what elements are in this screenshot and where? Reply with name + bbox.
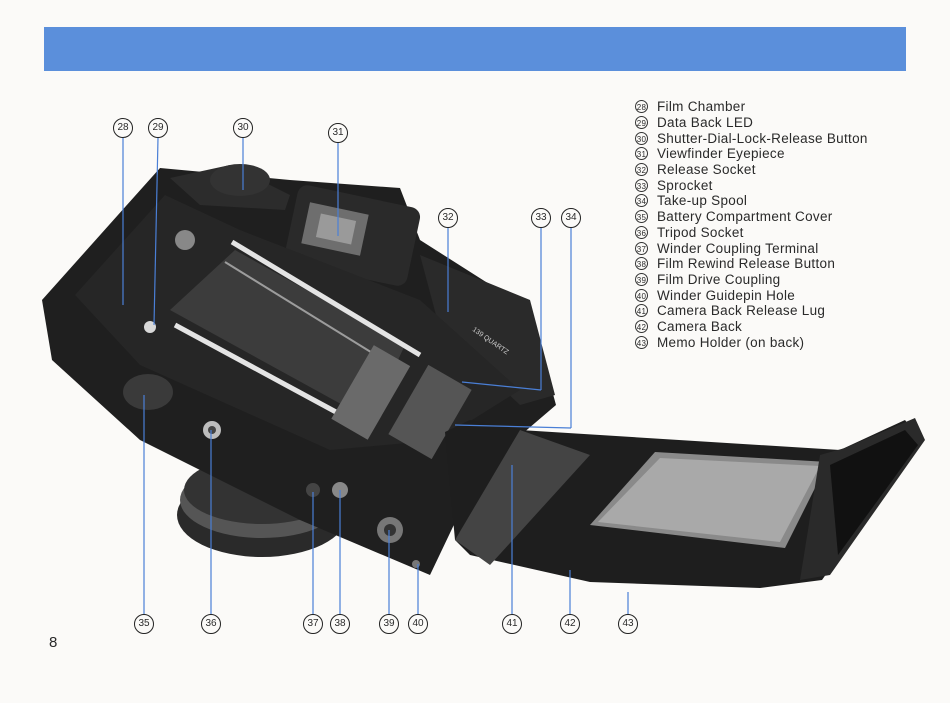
legend-item: 32 Release Socket [635,162,868,178]
legend-label: Data Back LED [657,115,754,131]
callout-35: 35 [134,614,154,634]
legend-item: 38 Film Rewind Release Button [635,256,868,272]
page-number: 8 [49,634,58,651]
legend-number: 29 [635,116,648,130]
legend-number: 34 [635,194,648,208]
legend-label: Sprocket [657,177,713,193]
callout-43: 43 [618,614,638,634]
legend-number: 39 [635,272,648,286]
parts-legend: 28 Film Chamber 29 Data Back LED 30 Shutter… [635,99,868,350]
legend-label: Viewfinder Eyepiece [657,146,785,162]
callout-28: 28 [113,118,133,138]
legend-item: 39 Film Drive Coupling [635,272,868,288]
legend-item: 41 Camera Back Release Lug [635,303,868,319]
legend-label: Battery Compartment Cover [657,209,833,225]
legend-label: Film Rewind Release Button [657,256,836,272]
legend-item: 37 Winder Coupling Terminal [635,240,868,256]
legend-number: 38 [635,257,648,271]
callout-39: 39 [379,614,399,634]
legend-item: 35 Battery Compartment Cover [635,209,868,225]
legend-label: Memo Holder (on back) [657,334,805,350]
callout-42: 42 [560,614,580,634]
legend-label: Winder Coupling Terminal [657,240,819,256]
callout-33: 33 [531,208,551,228]
callout-40: 40 [408,614,428,634]
legend-label: Camera Back Release Lug [657,303,826,319]
legend-item: 34 Take-up Spool [635,193,868,209]
legend-label: Film Chamber [657,99,746,115]
legend-number: 43 [635,335,648,349]
legend-item: 36 Tripod Socket [635,225,868,241]
legend-item: 33 Sprocket [635,177,868,193]
callout-32: 32 [438,208,458,228]
bottom-plate [123,374,420,568]
callout-38: 38 [330,614,350,634]
legend-label: Take-up Spool [657,193,748,209]
film-chamber-area [75,195,520,460]
legend-label: Tripod Socket [657,224,744,240]
legend-item: 30 Shutter-Dial-Lock-Release Button [635,130,868,146]
legend-label: Release Socket [657,162,756,178]
camera-back [445,418,925,588]
callout-36: 36 [201,614,221,634]
legend-label: Film Drive Coupling [657,271,781,287]
legend-number: 37 [635,241,648,255]
legend-number: 33 [635,178,648,192]
legend-number: 30 [635,131,648,145]
legend-item: 40 Winder Guidepin Hole [635,287,868,303]
legend-number: 31 [635,147,648,161]
legend-item: 28 Film Chamber [635,99,868,115]
callout-29: 29 [148,118,168,138]
legend-item: 42 Camera Back [635,319,868,335]
legend-item: 31 Viewfinder Eyepiece [635,146,868,162]
legend-number: 35 [635,210,648,224]
legend-number: 41 [635,304,648,318]
legend-number: 42 [635,319,648,333]
header-banner [44,27,906,71]
legend-number: 40 [635,288,648,302]
callout-31: 31 [328,123,348,143]
legend-label: Winder Guidepin Hole [657,287,796,303]
callout-37: 37 [303,614,323,634]
legend-number: 36 [635,225,648,239]
legend-item: 29 Data Back LED [635,115,868,131]
callout-34: 34 [561,208,581,228]
legend-item: 43 Memo Holder (on back) [635,334,868,350]
callout-41: 41 [502,614,522,634]
legend-label: Shutter-Dial-Lock-Release Button [657,130,868,146]
legend-label: Camera Back [657,318,743,334]
legend-number: 32 [635,163,648,177]
leader-lines [122,137,629,614]
legend-number: 28 [635,100,648,114]
callout-30: 30 [233,118,253,138]
